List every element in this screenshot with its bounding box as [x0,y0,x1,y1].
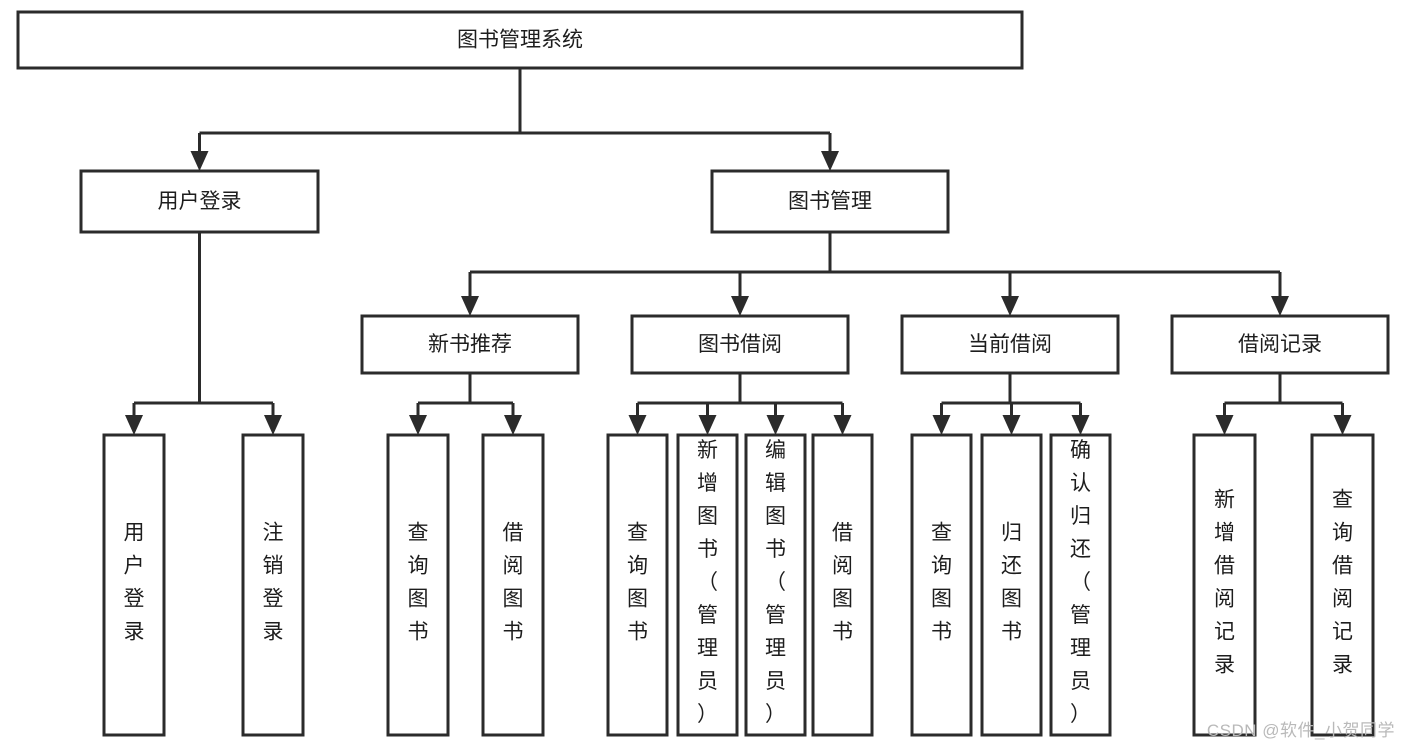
arrow-head-icon [1002,415,1021,435]
node-leaf-cur-return-book[interactable]: 归还图书 [980,433,1043,737]
node-label-leaf-user-logout: 注销登录 [263,522,284,644]
arrow-head-icon [821,151,839,171]
node-label-user-login: 用户登录 [158,190,242,213]
node-box-book-manage [710,169,950,234]
node-label-leaf-borrow-query-book: 查询图书 [627,522,648,644]
node-leaf-rec-query-book[interactable]: 查询图书 [386,433,450,737]
node-label-new-book-rec: 新书推荐 [428,333,512,356]
node-box-current-borrow [900,314,1120,375]
node-label-leaf-cur-query-book: 查询图书 [931,522,952,644]
node-leaf-cur-query-book[interactable]: 查询图书 [910,433,973,737]
arrow-head-icon [409,415,427,435]
node-label-leaf-cur-confirm-return: 确认归还（管理员） [1070,439,1091,726]
node-label-book-borrow: 图书借阅 [698,333,782,356]
node-box-leaf-rec-borrow-book [481,433,545,737]
node-root[interactable]: 图书管理系统 [16,10,1024,70]
arrow-head-icon [264,415,282,435]
node-label-borrow-record: 借阅记录 [1238,333,1322,356]
node-leaf-borrow-borrow-book[interactable]: 借阅图书 [811,433,874,737]
node-leaf-borrow-edit-book[interactable]: 编辑图书（管理员） [744,433,807,737]
node-box-root [16,10,1024,70]
node-label-current-borrow: 当前借阅 [968,333,1052,356]
node-label-leaf-rec-add-record: 新增借阅记录 [1214,489,1235,677]
node-label-leaf-borrow-add-book: 新增图书（管理员） [697,439,718,726]
node-label-leaf-rec-query-book: 查询图书 [408,522,429,644]
arrow-head-icon [833,415,852,435]
node-leaf-user-logout[interactable]: 注销登录 [241,433,305,737]
node-new-book-rec[interactable]: 新书推荐 [360,314,580,375]
arrow-head-icon [628,415,647,435]
node-label-leaf-rec-borrow-book: 借阅图书 [503,522,524,644]
node-leaf-rec-borrow-book[interactable]: 借阅图书 [481,433,545,737]
arrow-head-icon [698,415,717,435]
arrow-head-icon [932,415,951,435]
arrow-head-icon [1215,415,1234,435]
node-box-user-login [79,169,320,234]
node-leaf-rec-add-record[interactable]: 新增借阅记录 [1192,433,1257,737]
node-box-borrow-record [1170,314,1390,375]
node-box-leaf-borrow-query-book [606,433,669,737]
node-label-leaf-user-login: 用户登录 [124,522,145,644]
node-box-new-book-rec [360,314,580,375]
node-box-leaf-borrow-add-book [676,433,739,737]
node-label-leaf-borrow-edit-book: 编辑图书（管理员） [765,439,786,726]
node-leaf-borrow-query-book[interactable]: 查询图书 [606,433,669,737]
node-label-book-manage: 图书管理 [788,190,872,213]
node-leaf-rec-query-record[interactable]: 查询借阅记录 [1310,433,1375,737]
node-book-borrow[interactable]: 图书借阅 [630,314,850,375]
arrow-head-icon [731,296,749,316]
arrow-head-icon [1271,296,1289,316]
node-box-leaf-rec-query-record [1310,433,1375,737]
connector-edges-layer [125,68,1352,435]
node-boxes-layer: 图书管理系统用户登录图书管理新书推荐图书借阅当前借阅借阅记录用户登录注销登录查询… [16,10,1390,737]
node-box-leaf-borrow-borrow-book [811,433,874,737]
arrow-head-icon [125,415,143,435]
arrow-head-icon [766,415,785,435]
node-leaf-cur-confirm-return[interactable]: 确认归还（管理员） [1049,433,1112,737]
node-user-login[interactable]: 用户登录 [79,169,320,234]
node-current-borrow[interactable]: 当前借阅 [900,314,1120,375]
node-box-book-borrow [630,314,850,375]
node-box-leaf-borrow-edit-book [744,433,807,737]
node-book-manage[interactable]: 图书管理 [710,169,950,234]
arrow-head-icon [1333,415,1352,435]
node-label-leaf-cur-return-book: 归还图书 [1001,522,1022,644]
arrow-head-icon [1071,415,1090,435]
node-box-leaf-rec-add-record [1192,433,1257,737]
arrow-head-icon [504,415,522,435]
node-box-leaf-rec-query-book [386,433,450,737]
arrow-head-icon [461,296,479,316]
node-box-leaf-cur-return-book [980,433,1043,737]
node-leaf-user-login[interactable]: 用户登录 [102,433,166,737]
arrow-head-icon [1001,296,1019,316]
node-box-leaf-user-login [102,433,166,737]
node-box-leaf-cur-confirm-return [1049,433,1112,737]
node-box-leaf-user-logout [241,433,305,737]
node-box-leaf-cur-query-book [910,433,973,737]
node-label-leaf-rec-query-record: 查询借阅记录 [1332,489,1353,677]
node-borrow-record[interactable]: 借阅记录 [1170,314,1390,375]
arrow-head-icon [190,151,209,171]
node-label-root: 图书管理系统 [457,29,583,52]
node-leaf-borrow-add-book[interactable]: 新增图书（管理员） [676,433,739,737]
node-label-leaf-borrow-borrow-book: 借阅图书 [832,522,853,644]
